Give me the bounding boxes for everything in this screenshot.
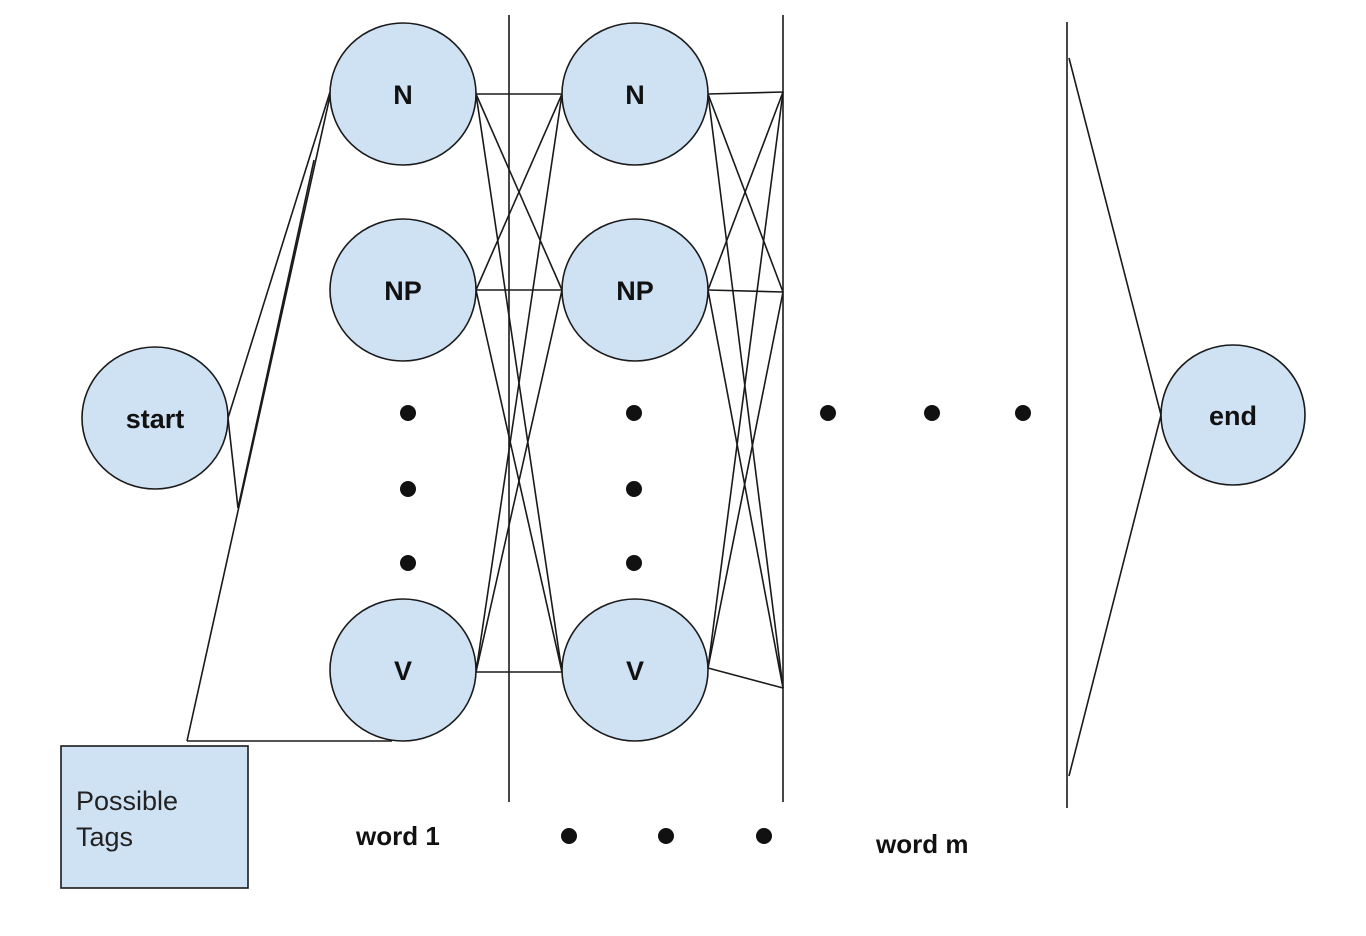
end-node: end	[1160, 344, 1306, 486]
word-ellipsis-dot	[658, 828, 674, 844]
callout-line-diagonal	[186, 95, 331, 742]
word-ellipsis-dot	[561, 828, 577, 844]
possible-tags-legend: Possible Tags	[60, 745, 249, 889]
horizontal-ellipsis-dot	[1015, 405, 1031, 421]
vertical-ellipsis-dot	[626, 555, 642, 571]
edge-c2np-a	[707, 91, 784, 291]
ellipsis-dots	[400, 405, 1031, 844]
edge-c2n-c	[707, 93, 784, 689]
tag-node-label: NP	[384, 276, 422, 306]
edge-c2v-c	[707, 667, 784, 689]
tag-node-label: N	[393, 80, 413, 110]
edge-c2v-b	[707, 291, 784, 669]
vertical-ellipsis-dot	[626, 405, 642, 421]
legend-line-2: Tags	[76, 822, 133, 852]
tag-node-label: V	[394, 656, 412, 686]
edge-bracket-up	[237, 159, 315, 509]
tag-node-c2-np: NP	[561, 218, 709, 362]
legend-line-1: Possible	[76, 786, 178, 816]
vertical-ellipsis-dot	[626, 481, 642, 497]
word-ellipsis-dot	[756, 828, 772, 844]
edge-end-top	[1068, 57, 1162, 416]
horizontal-ellipsis-dot	[820, 405, 836, 421]
edge-c2n-a	[707, 91, 784, 95]
edge-c2np-b	[707, 289, 784, 293]
tag-node-c1-n: N	[329, 22, 477, 166]
vertical-ellipsis-dot	[400, 555, 416, 571]
tag-node-c2-n: N	[561, 22, 709, 166]
tag-node-c1-v: V	[329, 598, 477, 742]
tag-node-c2-v: V	[561, 598, 709, 742]
tag-node-label: N	[625, 80, 645, 110]
start-node-label: start	[126, 404, 185, 434]
tag-node-label: NP	[616, 276, 654, 306]
vertical-ellipsis-dot	[400, 405, 416, 421]
edge-start-bracket	[227, 417, 239, 509]
edge-c1v-c2np	[475, 289, 563, 673]
edge-start-to-n	[227, 91, 331, 419]
vertical-ellipsis-dot	[400, 481, 416, 497]
word-label-first: word 1	[355, 821, 440, 851]
word-label-last: word m	[875, 829, 968, 859]
end-node-label: end	[1209, 401, 1257, 431]
start-node: start	[81, 346, 229, 490]
tag-node-label: V	[626, 656, 644, 686]
edge-c1np-c2n	[475, 93, 563, 291]
horizontal-ellipsis-dot	[924, 405, 940, 421]
edge-c2np-c	[707, 289, 784, 689]
edge-c2v-a	[707, 91, 784, 669]
edge-c1v-c2n	[475, 93, 563, 673]
edge-end-bottom	[1068, 414, 1162, 777]
tag-node-c1-np: NP	[329, 218, 477, 362]
edges	[186, 15, 1162, 808]
